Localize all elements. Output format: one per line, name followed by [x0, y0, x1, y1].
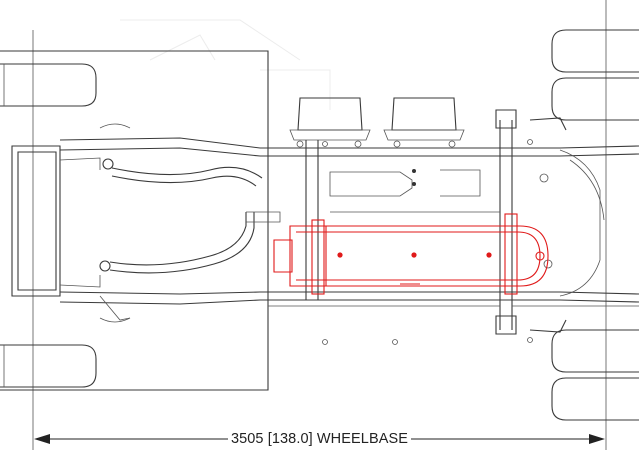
rear-tire-lower-outer [551, 377, 639, 421]
front-frame-section [11, 123, 131, 323]
front-tire-right [0, 344, 97, 388]
midframe-components [329, 169, 500, 213]
wheelbase-label: 3505 [138.0] WHEELBASE [227, 431, 412, 447]
upper-mount-right [383, 97, 465, 148]
frame-rails [59, 137, 639, 305]
crossmembers [305, 109, 517, 335]
exhaust-piping [109, 166, 281, 274]
background-watermark [120, 19, 331, 110]
rear-tire-upper-inner [551, 77, 639, 121]
wheelbase-label-container: 3505 [138.0] WHEELBASE [0, 431, 639, 447]
cab-outline [0, 50, 269, 391]
fuel-tank-highlight [273, 213, 549, 295]
frame-fasteners [99, 139, 533, 345]
rear-tire-upper-outer [551, 29, 639, 73]
dimension-arrow-left [34, 434, 50, 444]
rear-tire-lower-inner [551, 329, 639, 373]
front-tire-left [0, 63, 97, 107]
dimension-arrow-right [589, 434, 605, 444]
rear-frame-section [529, 117, 605, 333]
upper-mount-left [289, 97, 371, 148]
